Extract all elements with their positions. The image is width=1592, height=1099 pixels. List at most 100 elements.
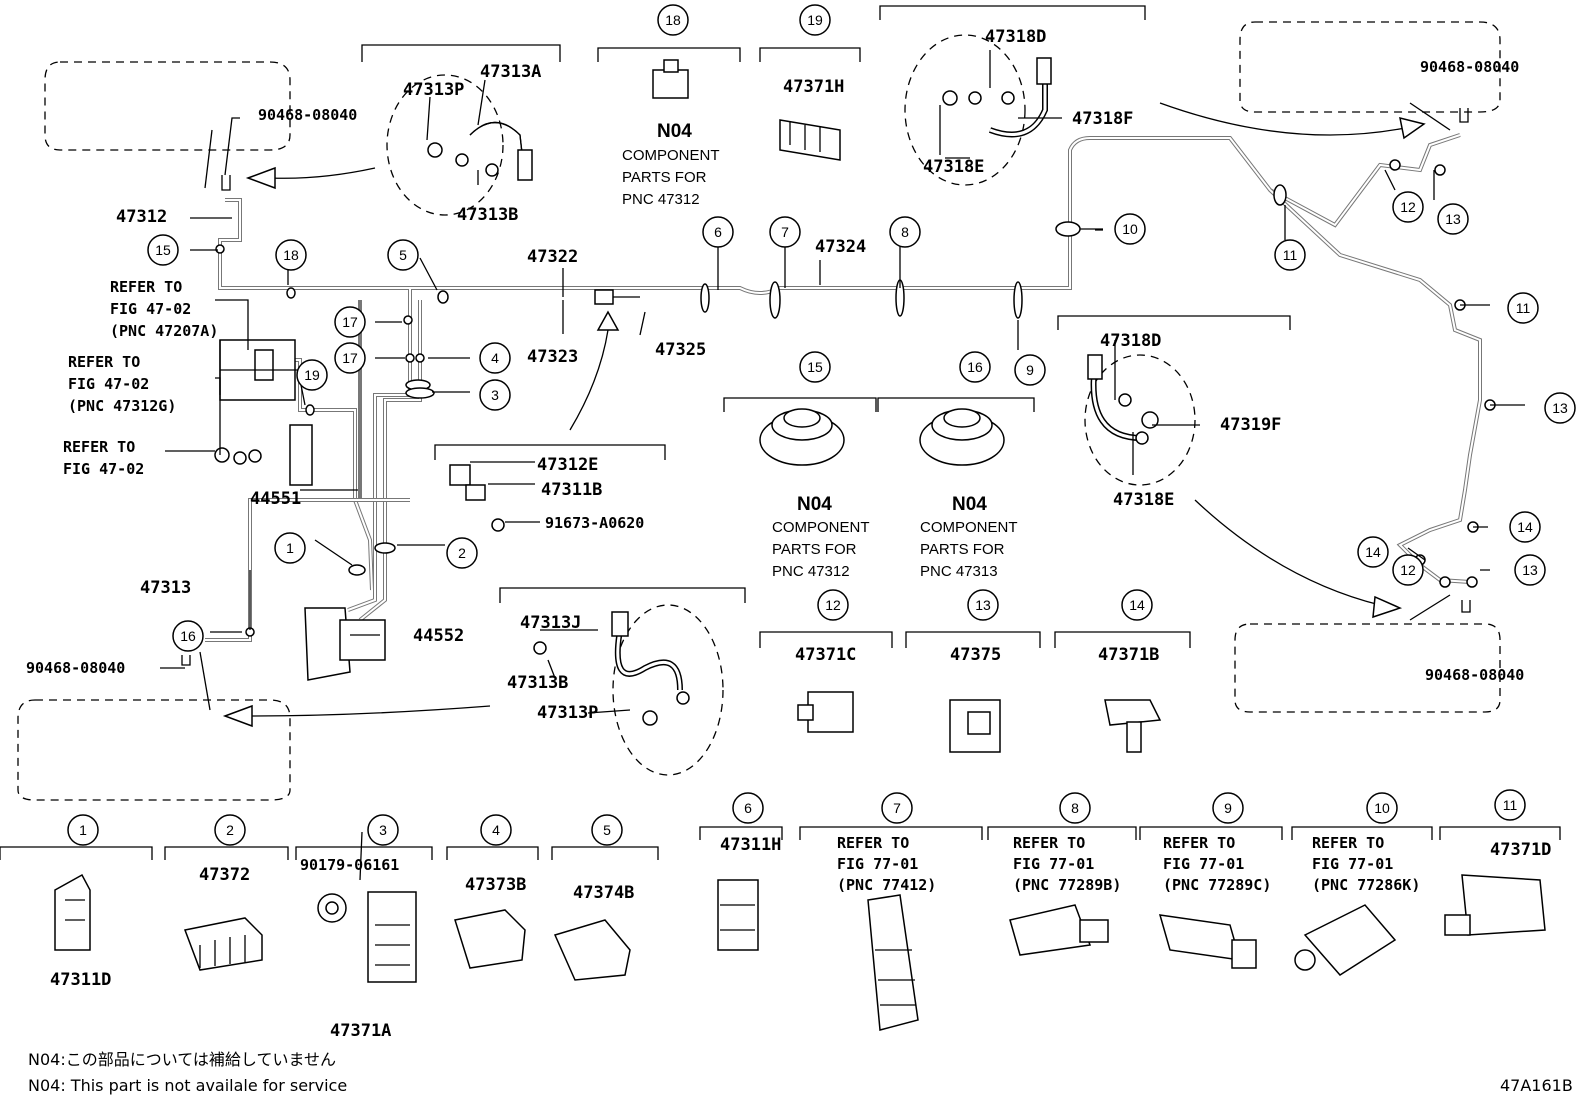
- part-label: 47311D: [50, 970, 111, 990]
- part-label: 90468-08040: [26, 659, 125, 677]
- callout-12: 12: [817, 589, 849, 621]
- part-label: 47319F: [1220, 415, 1281, 435]
- callout-3: 3: [367, 814, 399, 846]
- callout-17: 17: [334, 342, 366, 374]
- callout-number: 6: [744, 800, 752, 816]
- part-label: 47371A: [330, 1021, 391, 1041]
- callout-number: 2: [458, 545, 466, 561]
- callout-number: 9: [1224, 800, 1232, 816]
- callout-number: 11: [1516, 300, 1531, 316]
- callout-number: 3: [379, 822, 387, 838]
- part-label: 47371C: [795, 645, 856, 665]
- callout-19: 19: [799, 4, 831, 36]
- n04-notes: N04 COMPONENT PARTS FOR PNC 47312 N04 CO…: [622, 121, 1017, 580]
- callout-number: 18: [665, 12, 681, 28]
- callout-number: 1: [79, 822, 87, 838]
- callout-number: 13: [1552, 400, 1568, 416]
- part-label: 47311H: [720, 835, 781, 855]
- callout-number: 17: [342, 314, 358, 330]
- callout-13: 13: [1544, 392, 1576, 424]
- callout-6: 6: [732, 792, 764, 824]
- hose-assembly-front-right: [904, 34, 1052, 186]
- callout-19: 19: [296, 359, 328, 391]
- part-label: 90468-08040: [258, 106, 357, 124]
- callout-3: 3: [479, 379, 511, 411]
- part-label: 47313P: [403, 80, 464, 100]
- callout-4: 4: [479, 342, 511, 374]
- component-note-18: COMPONENT PARTS FOR PNC 47312: [622, 147, 723, 208]
- part-label: 47318D: [1100, 331, 1161, 351]
- callout-7: 7: [881, 792, 913, 824]
- callout-number: 10: [1122, 221, 1138, 237]
- component-note-15: COMPONENT PARTS FOR PNC 47312: [772, 519, 873, 580]
- callout-14: 14: [1121, 589, 1153, 621]
- callout-10: 10: [1366, 792, 1398, 824]
- callout-number: 12: [1400, 562, 1416, 578]
- hose-assembly-rear-right: [1084, 354, 1196, 486]
- callout-number: 5: [603, 822, 611, 838]
- callout-number: 16: [180, 628, 196, 644]
- callout-6: 6: [702, 216, 734, 248]
- part-label: 47313: [140, 578, 191, 598]
- callout-number: 9: [1026, 362, 1034, 378]
- callout-1: 1: [274, 532, 306, 564]
- callout-number: 4: [492, 822, 500, 838]
- small-parts-upper: [449, 59, 841, 532]
- part-label: 44552: [413, 626, 464, 646]
- callout-16: 16: [959, 351, 991, 383]
- hose-assembly-rear-left: [533, 604, 724, 776]
- callout-number: 10: [1374, 800, 1390, 816]
- part-label: 47371H: [783, 77, 844, 97]
- refer-note-fig77-01-9: REFER TO FIG 77-01 (PNC 77289C): [1163, 834, 1271, 894]
- callout-number: 14: [1517, 519, 1533, 535]
- callout-number: 12: [825, 597, 841, 613]
- callout-number: 7: [893, 800, 901, 816]
- callout-18: 18: [275, 239, 307, 271]
- callout-11: 11: [1274, 239, 1306, 271]
- callout-13: 13: [1514, 554, 1546, 586]
- callout-number: 17: [342, 350, 358, 366]
- part-label: 47318E: [1113, 490, 1174, 510]
- footnote-english: N04: This part is not availale for servi…: [28, 1076, 347, 1095]
- callout-8: 8: [889, 216, 921, 248]
- callout-number: 1: [286, 540, 294, 556]
- part-label: 47322: [527, 247, 578, 267]
- leader-lines: [160, 50, 1525, 881]
- part-label: 47324: [815, 237, 866, 257]
- callout-7: 7: [769, 216, 801, 248]
- refer-notes: REFER TO FIG 47-02 (PNC 47207A) REFER TO…: [63, 278, 1420, 894]
- refer-note-fig47-02-a: REFER TO FIG 47-02 (PNC 47207A): [110, 278, 218, 340]
- refer-note-fig77-01-8: REFER TO FIG 77-01 (PNC 77289B): [1013, 834, 1121, 894]
- figure-code: 47A161B: [1500, 1076, 1573, 1095]
- callout-2: 2: [214, 814, 246, 846]
- callout-8: 8: [1059, 792, 1091, 824]
- footnote-japanese: N04:この部品については補給していません: [28, 1050, 336, 1069]
- vehicle-outline-boxes: [17, 21, 1501, 801]
- callout-12: 12: [1392, 554, 1424, 586]
- part-label: 47318F: [1072, 109, 1133, 129]
- callout-number: 8: [1071, 800, 1079, 816]
- callout-number: 3: [491, 387, 499, 403]
- callout-number: 13: [975, 597, 991, 613]
- part-label: 47313P: [537, 703, 598, 723]
- group-brackets: [0, 5, 1561, 860]
- callout-9: 9: [1014, 354, 1046, 386]
- part-labels: 47313A 47313P 47313B 90468-08040 47312 4…: [26, 27, 1551, 1041]
- part-label: 47375: [950, 645, 1001, 665]
- footer: N04:この部品については補給していません N04: This part is …: [28, 1050, 1573, 1095]
- part-label: 47311B: [541, 480, 602, 500]
- callout-2: 2: [446, 537, 478, 569]
- callout-5: 5: [591, 814, 623, 846]
- clamps-mid-row: [797, 691, 1162, 753]
- part-label: 47312: [116, 207, 167, 227]
- part-label: 90468-08040: [1420, 58, 1519, 76]
- pipe-clamp-markers: [215, 159, 1496, 637]
- callout-number: 13: [1445, 211, 1461, 227]
- callout-9: 9: [1212, 792, 1244, 824]
- callout-15: 15: [147, 234, 179, 266]
- callout-number: 4: [491, 350, 499, 366]
- callout-number: 15: [807, 359, 823, 375]
- callout-number: 8: [901, 224, 909, 240]
